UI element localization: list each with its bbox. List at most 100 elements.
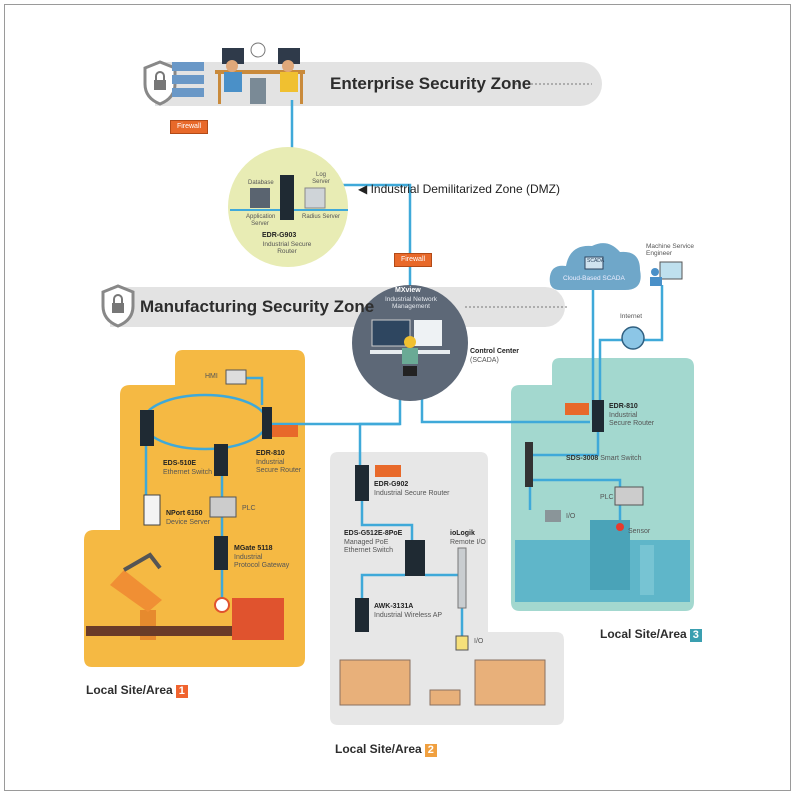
link-dmz-control <box>340 183 412 290</box>
edr-g903-desc: Industrial Secure Router <box>262 241 312 256</box>
manufacturing-zone-label: Manufacturing Security Zone <box>140 297 375 316</box>
link-sds-plc <box>530 478 622 520</box>
plc-icon-area1 <box>209 496 237 518</box>
cloud-screen-label: SCADA <box>587 258 605 264</box>
firewall-dmz: Firewall <box>394 253 432 267</box>
sensor-icon <box>616 523 624 531</box>
eds-g512e-desc: Managed PoE Ethernet Switch <box>344 539 394 555</box>
awk-3131a-desc: Industrial Wireless AP <box>374 612 443 619</box>
log-server-icon <box>304 187 326 209</box>
mgate-5118-desc: Industrial Protocol Gateway <box>234 554 290 570</box>
mxview-label: MXview <box>395 287 421 294</box>
area2-label-text: Local Site/Area <box>335 742 422 756</box>
hmi-icon <box>225 369 247 385</box>
link-hmi <box>245 376 264 405</box>
edr-810-desc-area1: Industrial Secure Router <box>256 459 302 475</box>
area2-background <box>330 452 564 725</box>
edr-810-router-icon-area1 <box>262 407 272 439</box>
eds-g512e-switch-icon <box>405 540 425 576</box>
eds-g512e-model: EDS-G512E-8PoE <box>344 530 403 537</box>
area1-number-badge: 1 <box>175 685 188 698</box>
cloud-scada-label: Cloud-Based SCADA <box>563 275 625 282</box>
edr-g903-device-icon <box>280 175 294 220</box>
mxview-desc: Industrial Network Management <box>384 296 438 311</box>
dmz-label-text: Industrial Demilitarized Zone (DMZ) <box>370 182 560 196</box>
awk-3131a-model: AWK-3131A <box>374 603 414 610</box>
link-engineer-internet <box>644 285 664 342</box>
sds-3008-label: SDS-3008 Smart Switch <box>566 455 641 463</box>
edr-810-router-icon-area3 <box>592 400 604 432</box>
iologik-desc: Remote I/O <box>450 539 486 546</box>
eds-510e-switch-icon <box>140 410 154 446</box>
warehouse-shelves-icon <box>339 659 546 706</box>
mgate-5118-icon <box>214 536 228 570</box>
cloud-screen-icon <box>584 256 604 270</box>
io-traffic-light-icon <box>455 635 469 651</box>
area1-label-text: Local Site/Area <box>86 683 173 697</box>
eds-510e-desc: Ethernet Switch <box>163 469 213 476</box>
link-internet-edr <box>598 338 622 420</box>
radius-server-label: Radius Server <box>302 214 341 220</box>
edr-g902-router-icon <box>355 465 369 501</box>
control-center-sub: (SCADA) <box>470 357 499 364</box>
dmz-label: ◀ Industrial Demilitarized Zone (DMZ) <box>358 182 560 196</box>
internet-globe-icon <box>621 326 645 350</box>
firewall-area3-icon <box>565 403 589 415</box>
edr-810-model-area3: EDR-810 <box>609 403 638 410</box>
edr-g903-model: EDR-G903 <box>262 232 297 239</box>
monitor-wall-icon <box>371 319 411 347</box>
frame-border <box>4 4 791 791</box>
office-workers-icon <box>215 42 305 104</box>
enterprise-server-rack-icon <box>172 62 204 97</box>
link-control-area2 <box>358 422 400 465</box>
sds-3008-model: SDS-3008 <box>566 455 599 462</box>
iologik-remote-io-icon <box>457 547 467 609</box>
edr-810-desc-area3: Industrial Secure Router <box>609 412 655 428</box>
area3-label-text: Local Site/Area <box>600 627 687 641</box>
manufacturing-shield-icon <box>101 284 135 328</box>
nport-6150-desc: Device Server <box>166 519 210 526</box>
plc-label-area3: PLC <box>600 494 614 501</box>
firewall-area1-icon <box>272 425 298 437</box>
log-server-label: Log Server <box>312 172 330 185</box>
edr-810-model-area1: EDR-810 <box>256 450 285 457</box>
enterprise-zone-label: Enterprise Security Zone <box>330 74 532 93</box>
link-edr3-sds <box>530 430 600 457</box>
hmi-label: HMI <box>205 373 218 380</box>
sds-3008-switch-icon <box>525 442 533 487</box>
database-server-icon <box>250 188 270 208</box>
engineer-label: Machine Service Engineer <box>646 243 695 258</box>
control-center-label: Control Center <box>470 348 519 355</box>
nport-6150-model: NPort 6150 <box>166 510 203 517</box>
nport-6150-icon <box>143 494 161 526</box>
plc-icon-area3 <box>614 486 644 506</box>
plc-label-area1: PLC <box>242 505 256 512</box>
io-label-area2: I/O <box>474 638 484 645</box>
operator-icon <box>404 336 416 348</box>
io-label-area3: I/O <box>566 513 576 520</box>
awk-3131a-icon <box>355 598 369 632</box>
eds-510e-switch-icon-2 <box>214 444 228 476</box>
firewall-enterprise: Firewall <box>170 120 208 134</box>
engineer-workstation-icon <box>650 261 683 286</box>
enterprise-shield-icon <box>143 60 177 106</box>
factory-plant-icon <box>515 520 690 602</box>
gauge-icon <box>214 597 230 613</box>
sds-3008-desc: Smart Switch <box>600 455 642 462</box>
link-eds2-awk <box>360 573 405 600</box>
area2-number-badge: 2 <box>424 744 437 757</box>
firewall-area2-icon <box>375 465 401 477</box>
application-server-label: Application Server <box>246 214 276 227</box>
sensor-label: Sensor <box>628 528 651 535</box>
mgate-5118-model: MGate 5118 <box>234 545 273 552</box>
edr-g902-model: EDR-G902 <box>374 481 409 488</box>
link-edr-eds2 <box>360 500 414 545</box>
eds-510e-model: EDS-510E <box>163 460 197 467</box>
conveyor-belt-icon <box>86 626 276 636</box>
area3-number-badge: 3 <box>689 629 702 642</box>
